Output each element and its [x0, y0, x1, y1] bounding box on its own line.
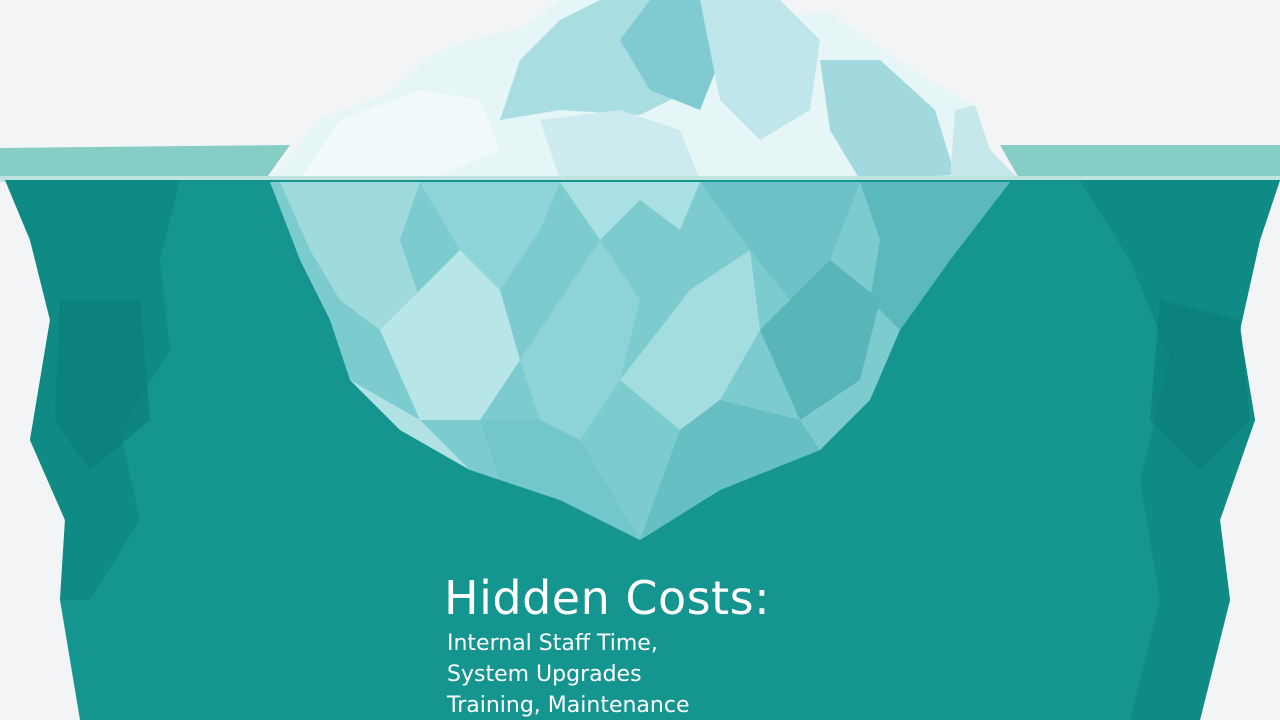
iceberg-submerged [270, 182, 1010, 540]
underwater-mass [5, 180, 1280, 720]
water-surface [0, 145, 1280, 182]
caption-line-system-upgrades: System Upgrades [447, 662, 642, 687]
hidden-costs-caption: Hidden Costs: Internal Staff Time, Syste… [444, 568, 964, 720]
caption-line-training-maintenance: Training, Maintenance [447, 693, 690, 718]
caption-title: Hidden Costs: [444, 571, 771, 625]
iceberg-tip [270, 0, 1020, 180]
caption-line-staff-time: Internal Staff Time, [447, 631, 658, 656]
